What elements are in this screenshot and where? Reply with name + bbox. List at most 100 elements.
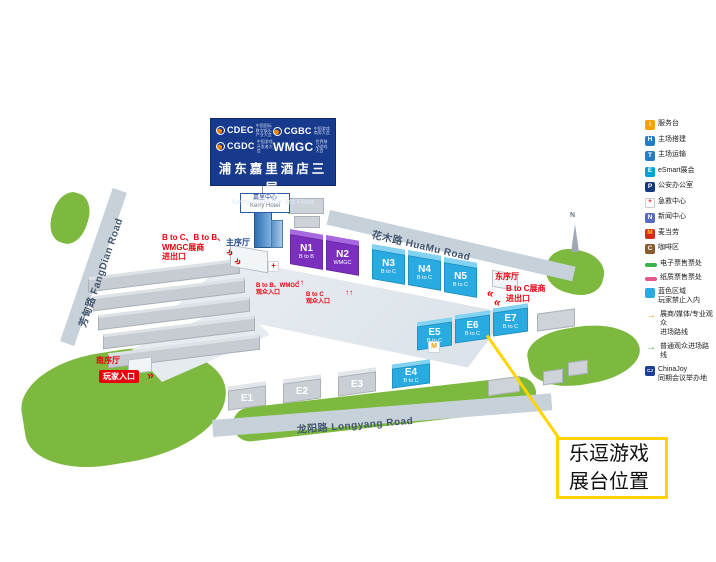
south-lobby-label: 南序厅 [96,356,120,365]
logo-tagline: 世界移动游戏大会 [315,139,328,154]
entrance-arrow-icon: ↑↑ [296,278,304,287]
legend-label: 电子票售票处 [660,259,702,267]
note-line: 进出口 [162,252,186,262]
legend-item-construction: H 主场搭建 [645,135,715,146]
legend-item-mcdonalds: M 麦当劳 [645,228,715,239]
legend-item-public-route: → 普通观众进场路线 [645,342,715,361]
callout-text-line2: 展台位置 [569,471,649,493]
paper-ticket-swatch-icon [645,276,657,281]
legend-item-exhibitor-route: → 展商/媒体/专业观众 进场路线 [645,309,715,337]
legend-label: eSmart展会 [658,166,695,174]
note-line: B to C [306,292,324,298]
logo-tagline: 中国游戏开发者大会 [256,139,273,154]
lawn-area [44,187,96,249]
first-aid-icon: + [645,197,655,208]
legend-label: 普通观众进场路线 [660,342,709,359]
legend-item-transport: T 主场运输 [645,151,715,161]
hall-label: E1 [240,392,254,404]
booth-callout: 乐逗游戏 展台位置 [556,437,668,499]
chinajoy-conference-icon: CJ [645,365,655,376]
legend-label: 主场搭建 [658,135,686,143]
hall-subtitle: B to C [502,324,519,331]
note-line: B to C展商 [506,284,546,293]
hall-e1: E1 [228,381,266,411]
center-entrance-note: B to C 观众入口 [306,292,330,306]
hall-subtitle: B to C [452,282,469,289]
hall-e3: E3 [338,367,376,397]
hall-subtitle: B to B [299,254,314,261]
callout-connector [262,186,263,193]
logo-abbr: WMGC [273,139,314,154]
building [568,359,588,377]
hall-label: E5 [428,327,441,339]
blue-zone-swatch-icon [645,288,655,298]
logo-tagline: 中国游戏商务大会 [313,125,330,135]
hall-label: N3 [382,258,395,270]
legend-label: 蓝色区域 [658,288,686,295]
player-entrance-sign: 玩家入口 [99,370,139,383]
legend-label: 公安办公室 [658,182,693,189]
note-line: B to C、B to B、 [162,233,226,242]
logo-abbr: CDEC [227,125,254,136]
hotel-venue-subtitle: Kerry Hotel the 3rd Floor [231,197,315,206]
hall-subtitle: B to C [380,269,397,276]
north-landmark-icon [571,224,579,252]
legend-label: 同期会议举办地 [658,374,707,382]
mcdonalds-icon: M [645,228,655,239]
transport-icon: T [645,151,655,161]
legend-item-paper-ticket: 纸质票售票处 [645,274,715,283]
hall-label: N5 [454,271,467,283]
map-legend: i 服务台 H 主场搭建 T 主场运输 E eSmart展会 P 公安办公室 +… [645,120,715,383]
building [543,368,563,386]
hall-subtitle: B to C [464,331,481,338]
logo-tagline: 中国国际数字娱乐产业大会 [255,123,272,138]
legend-item-esmart: E eSmart展会 [645,166,715,177]
hall-label: N2 [336,249,349,261]
construction-icon: H [645,135,655,146]
cgbc-logo-icon [273,126,282,136]
legend-item-service-desk: i 服务台 [645,120,715,130]
wmgc-logo: WMGC 世界移动游戏大会 [273,140,330,153]
callout-text-line1: 乐逗游戏 [569,443,649,465]
cgdc-logo: CGDC 中国游戏开发者大会 [216,140,273,153]
esmart-icon: E [645,166,655,177]
first-aid-marker-icon: + [268,261,279,272]
legend-label: 纸质票售票处 [660,273,702,281]
mcdonalds-marker-icon: M [428,341,440,353]
exhibitor-route-arrow-icon: → [646,309,656,321]
legend-label: 展商/媒体/专业观众 [660,311,713,327]
event-logos-panel: CDEC 中国国际数字娱乐产业大会 CGBC 中国游戏商务大会 CGDC 中国游… [210,118,336,206]
legend-item-first-aid: + 急救中心 [645,197,715,208]
service-desk-icon: i [645,120,655,130]
legend-label: ChinaJoy [658,365,688,373]
east-entrance-note: B to C展商 进出口 [506,284,546,303]
main-lobby-label: 主序厅 [226,238,250,247]
hall-e2: E2 [283,374,321,404]
hall-label: E6 [466,320,479,332]
note-line: 观众入口 [256,290,281,297]
police-icon: P [645,182,655,192]
legend-item-blue-zone: 蓝色区域 玩家禁止入内 [645,288,715,306]
cdec-logo: CDEC 中国国际数字娱乐产业大会 [216,124,273,137]
press-center-icon: N [645,213,655,223]
center-entrance-note: B to B、WMGC 观众入口 [256,283,299,297]
logo-abbr: CGBC [284,125,312,136]
hall-label: N4 [418,264,431,276]
e-ticket-swatch-icon [645,262,657,267]
tower-side [271,220,283,248]
hall-label: E3 [350,378,364,390]
hall-subtitle: B to C [416,275,433,282]
legend-label: 急救中心 [658,197,686,205]
legend-label: 玩家禁止入内 [658,296,700,304]
legend-item-e-ticket: 电子票售票处 [645,260,715,269]
note-line: 进出口 [506,293,530,303]
hall-label: E2 [295,385,309,397]
hall-label: N1 [300,243,313,255]
hotel-label-cn: 嘉里中心 [252,195,277,201]
